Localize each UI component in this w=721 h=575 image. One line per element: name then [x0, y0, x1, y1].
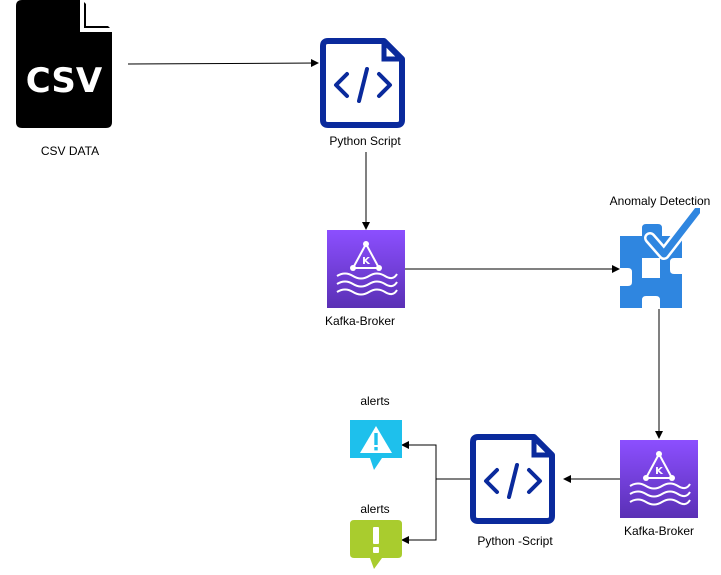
anomaly-detection-label: Anomaly Detection	[609, 194, 711, 208]
kafka-broker-2-label: Kafka-Broker	[623, 524, 695, 538]
python-script-1-icon[interactable]	[320, 38, 406, 128]
alert-2-label: alerts	[360, 502, 390, 516]
alert-1-label: alerts	[360, 394, 390, 408]
csv-icon-text: CSV	[26, 61, 103, 101]
kafka-2-letter: K	[655, 466, 664, 477]
kafka-1-letter: K	[362, 256, 371, 267]
kafka-broker-1-label: Kafka-Broker	[324, 314, 396, 328]
kafka-broker-1-icon[interactable]: K	[327, 230, 405, 308]
edge-script-to-alert-1	[401, 441, 470, 480]
alert-exclamation-icon[interactable]	[350, 520, 402, 570]
alert-warning-icon[interactable]	[350, 420, 402, 470]
python-script-2-icon[interactable]	[470, 434, 556, 524]
edge-csv-to-script	[127, 59, 319, 68]
python-script-2-label: Python -Script	[477, 534, 553, 548]
python-script-1-label: Python Script	[329, 134, 401, 148]
csv-data-label: CSV DATA	[40, 144, 100, 158]
edge-script-to-alert-2	[401, 479, 437, 544]
anomaly-detection-icon[interactable]	[620, 204, 704, 310]
csv-file-icon[interactable]: CSV	[16, 0, 112, 128]
kafka-broker-2-icon[interactable]: K	[620, 440, 698, 518]
